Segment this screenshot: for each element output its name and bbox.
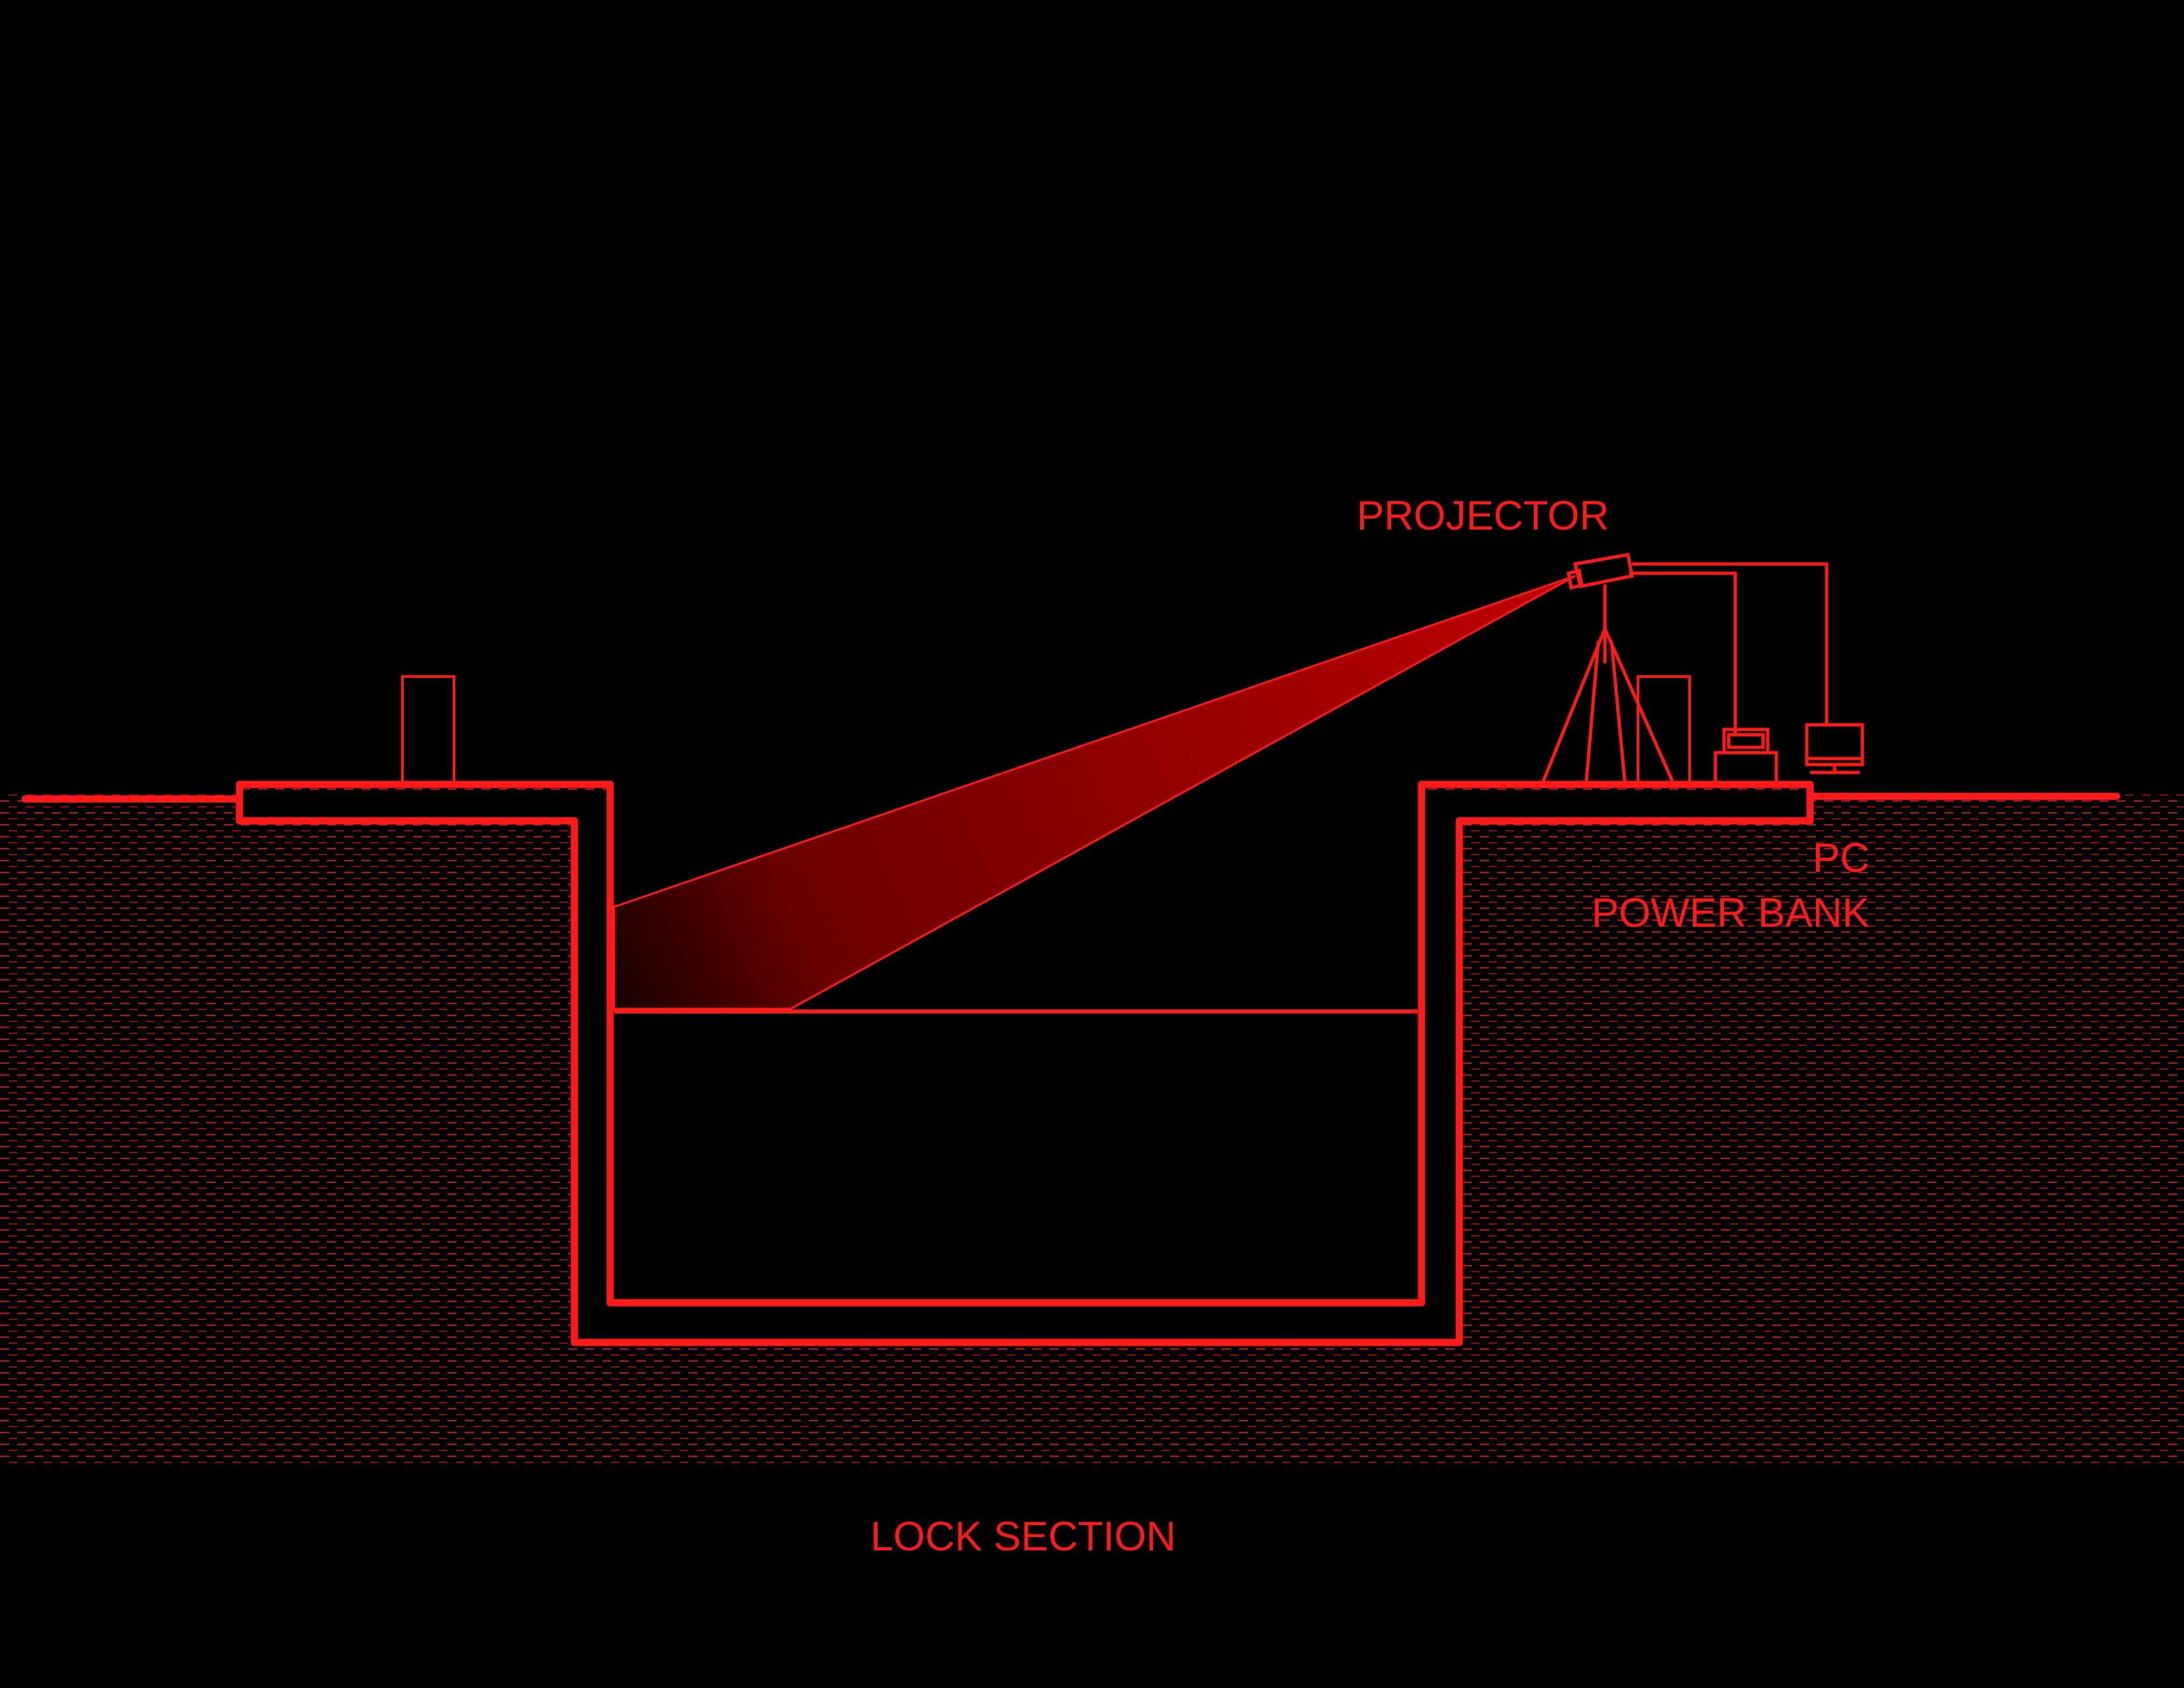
power-bank-icon: [1713, 727, 1778, 785]
pc-monitor-icon: [1805, 723, 1864, 774]
projection-beam: [613, 575, 1576, 1010]
projector-label: PROJECTOR: [1357, 493, 1609, 539]
bollard-right: [1637, 675, 1691, 784]
cables: [1629, 562, 1829, 733]
lock-wall-outer: [236, 780, 1814, 1346]
pc-label: PC: [1813, 835, 1870, 881]
projector-icon: [1567, 553, 1634, 590]
tripod-icon: [1541, 584, 1674, 783]
power-bank-label: POWER BANK: [1592, 890, 1870, 936]
bollard-left: [401, 675, 455, 784]
section-title: LOCK SECTION: [870, 1514, 1176, 1560]
